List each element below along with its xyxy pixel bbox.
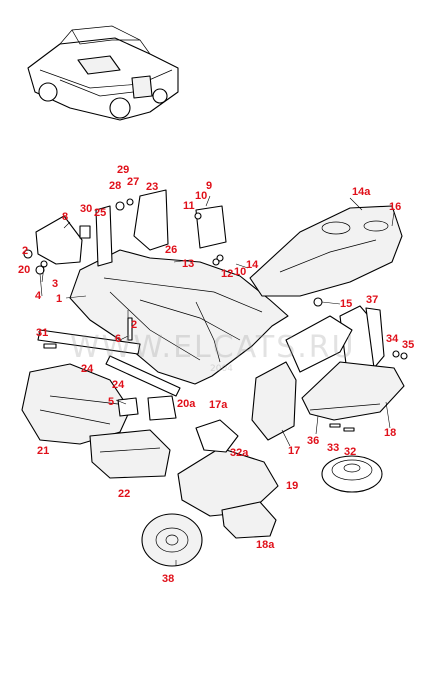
trunk-side-trim: [285, 315, 353, 373]
part-label-11: 11: [183, 200, 195, 212]
part-label-24: 24: [81, 363, 94, 375]
part-label-36: 36: [307, 435, 320, 447]
part-label-10: 10: [195, 190, 208, 202]
part-label-5: 5: [108, 396, 115, 408]
car-overview: [27, 25, 179, 121]
part-label-9: 9: [206, 180, 213, 192]
part-label-14: 14: [246, 259, 259, 271]
part-label-29: 29: [117, 164, 130, 176]
part-label-17: 17: [288, 445, 301, 457]
part-label-20: 20: [18, 264, 31, 276]
part-label-25: 25: [94, 207, 107, 219]
watermark: WWW.ELCATS.RU: [70, 330, 356, 365]
rear-shelf: [249, 205, 403, 297]
part-label-4: 4: [35, 290, 42, 302]
sill-strip: [37, 329, 141, 355]
floor-carpet: [69, 249, 289, 385]
part-label-13: 13: [182, 258, 195, 270]
part-label-22: 22: [118, 488, 131, 500]
part-label-2-top: 2: [22, 245, 29, 257]
part-label-24b: 24: [112, 379, 125, 391]
part-label-38: 38: [162, 573, 175, 585]
part-label-19: 19: [286, 480, 299, 492]
part-label-2: 2: [131, 319, 138, 331]
part-label-26: 26: [165, 244, 178, 256]
leader-lines: [39, 195, 395, 566]
part-label-14a: 14a: [352, 186, 371, 198]
part-label-15: 15: [340, 298, 353, 310]
part-label-8: 8: [62, 211, 69, 223]
seal-strip: [95, 205, 113, 267]
front-footwell-mat: [21, 363, 131, 445]
spare-wheel-insulation: [141, 513, 203, 567]
part-label-18a: 18a: [256, 539, 275, 551]
bracket-17a: [195, 419, 239, 453]
insulation-panel: [35, 215, 83, 265]
watermark-year: 2004: [210, 364, 233, 374]
part-label-30: 30: [80, 203, 93, 215]
part-label-23: 23: [146, 181, 159, 193]
part-label-27: 27: [127, 176, 140, 188]
trunk-floor-mat: [221, 501, 277, 539]
clip: [117, 397, 139, 417]
trunk-mat: [301, 361, 405, 421]
part-label-6: 6: [115, 333, 122, 345]
trim-strip: [365, 307, 385, 369]
front-center-mat: [89, 429, 171, 479]
part-label-10b: 10: [234, 266, 247, 278]
part-label-33: 33: [327, 442, 340, 454]
part-label-37: 37: [366, 294, 379, 306]
part-label-16: 16: [389, 201, 402, 213]
sill-strip-rear: [105, 355, 181, 397]
part-label-32a: 32a: [230, 447, 249, 459]
part-label-1: 1: [56, 293, 63, 305]
wheel-housing-trim: [251, 361, 297, 441]
part-label-31: 31: [36, 327, 49, 339]
part-label-3: 3: [52, 278, 59, 290]
part-label-21: 21: [37, 445, 50, 457]
part-label-18: 18: [384, 427, 397, 439]
tunnel-insulation: [133, 189, 169, 251]
part-label-32: 32: [344, 446, 357, 458]
part-label-20a: 20a: [177, 398, 196, 410]
part-label-28: 28: [109, 180, 122, 192]
part-label-17a: 17a: [209, 399, 228, 411]
part-label-12: 12: [221, 268, 234, 280]
spare-wheel-cover: [321, 455, 383, 493]
part-label-35: 35: [402, 339, 415, 351]
bracket: [147, 395, 177, 421]
part-label-34: 34: [386, 333, 399, 345]
tunnel-insulation-side: [195, 205, 227, 249]
